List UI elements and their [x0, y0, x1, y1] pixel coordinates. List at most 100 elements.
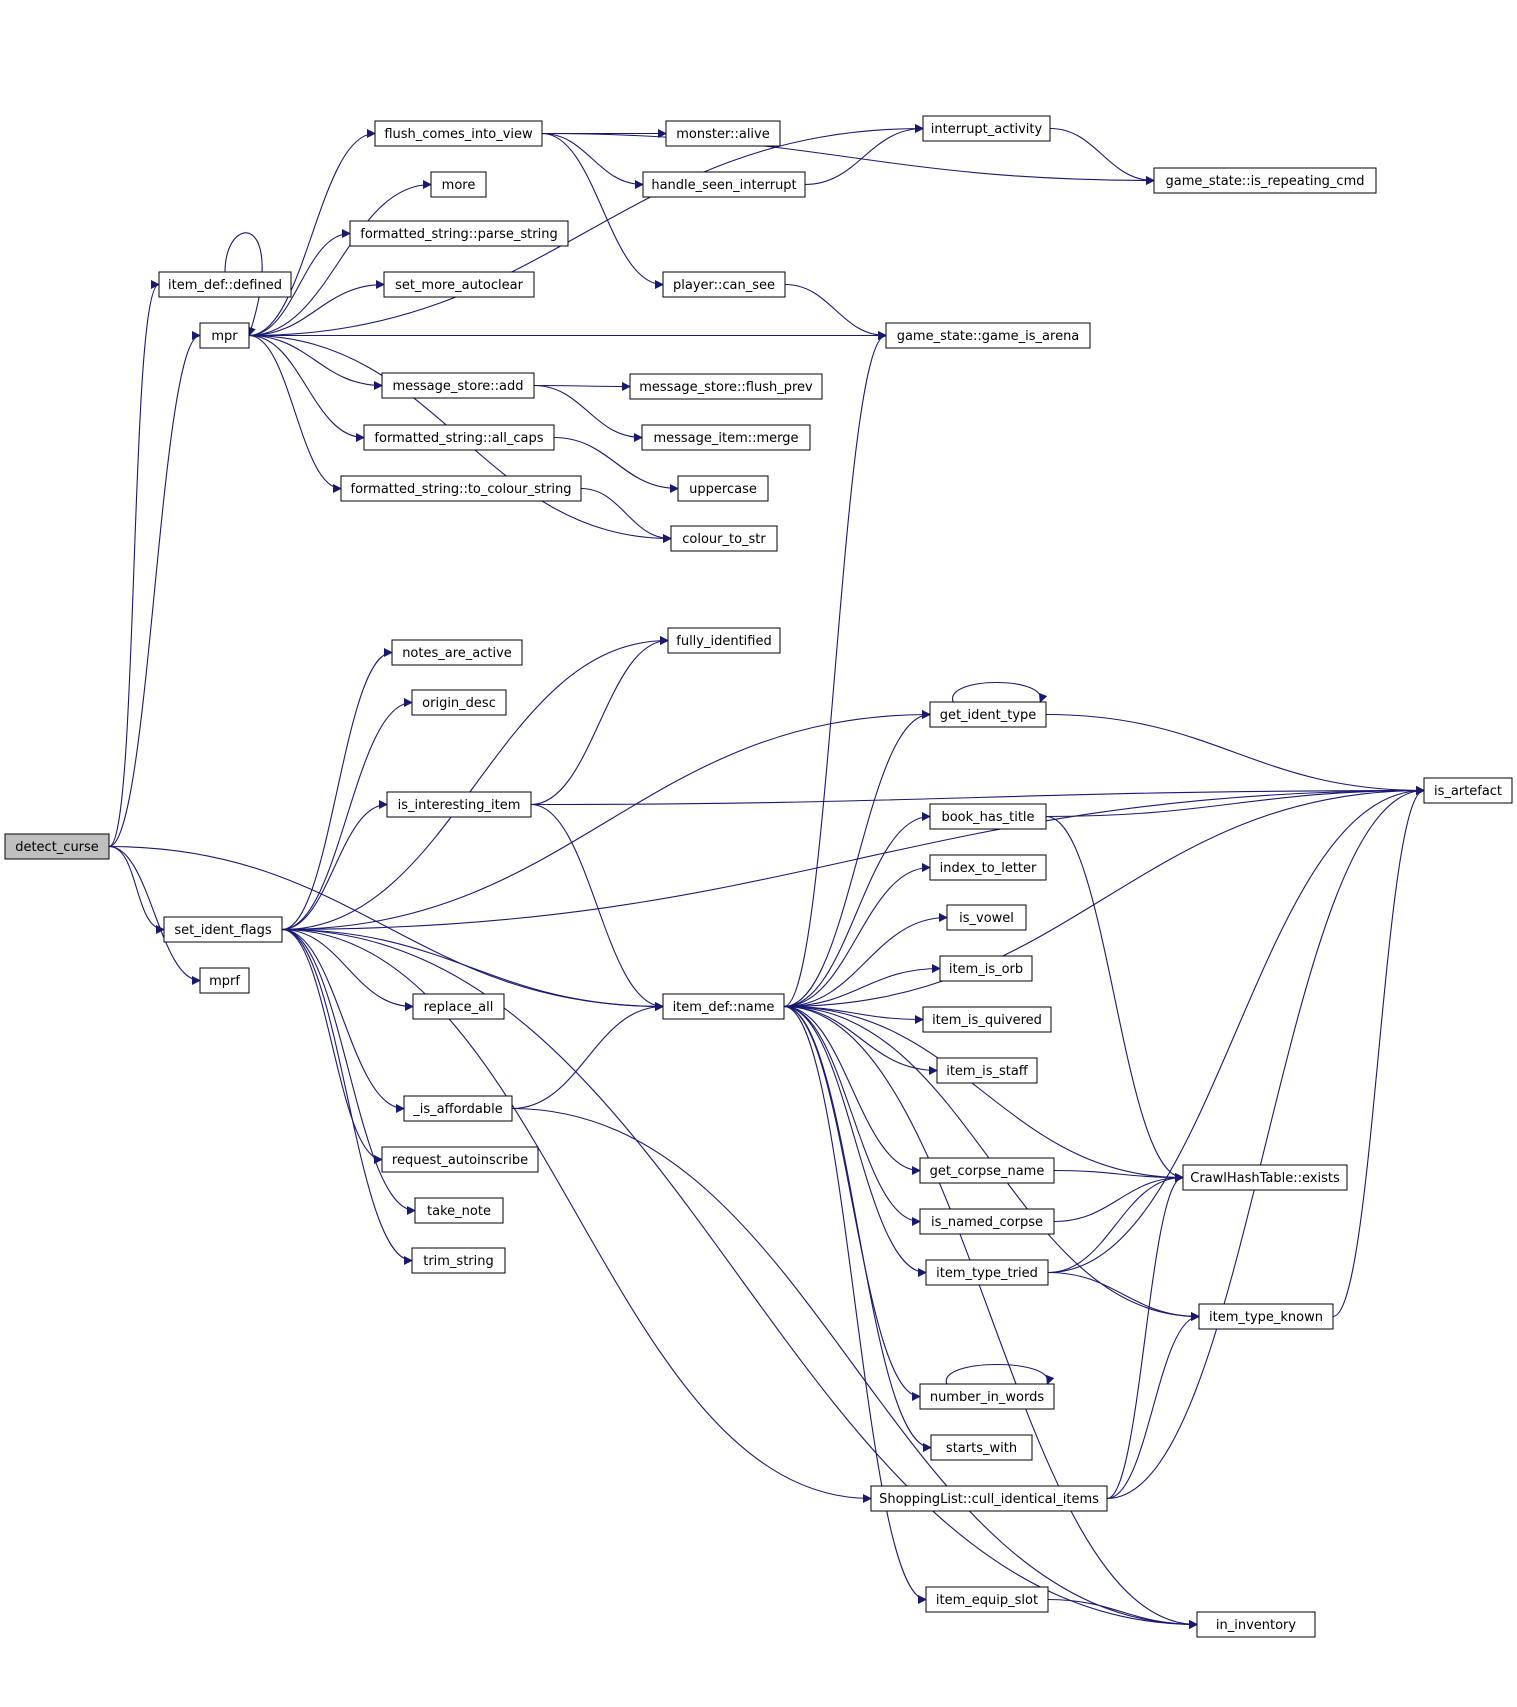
nodes-layer: detect_curse item_def::definedmprset_iden… [4, 115, 1513, 1638]
node-number-in-words[interactable]: number_in_words [919, 1383, 1055, 1410]
node-mprf[interactable]: mprf [199, 967, 250, 994]
node-box [430, 171, 487, 198]
edge-mpr-to-all_caps [248, 334, 365, 442]
node-label: formatted_string::all_caps [374, 431, 543, 446]
node-label: _is_affordable [412, 1102, 502, 1117]
node-detect-curse[interactable]: detect_curse [4, 833, 110, 860]
node-box [199, 967, 250, 994]
node-box [936, 1057, 1038, 1084]
node-request-autoinscribe[interactable]: request_autoinscribe [381, 1146, 539, 1173]
edge-is_named_corpse-to-hash_exists [1053, 1173, 1184, 1223]
edge-set_ident_flags-to-in_inventory [281, 928, 1198, 1629]
node-replace-all[interactable]: replace_all [412, 993, 505, 1020]
node-is-vowel[interactable]: is_vowel [946, 904, 1027, 931]
node-handle-seen-interrupt[interactable]: handle_seen_interrupt [642, 171, 806, 198]
node-monster-alive[interactable]: monster::alive [665, 120, 781, 147]
node-item-def-name[interactable]: item_def::name [662, 993, 785, 1020]
node-notes-are-active[interactable]: notes_are_active [391, 639, 523, 666]
edge-flush_comes_into_view-to-handle_seen_interrupt [541, 132, 644, 189]
edge-item_def_name-to-starts_with [783, 1005, 932, 1452]
edge-cull_identical_items-to-hash_exists [1106, 1173, 1184, 1500]
node-set-ident-flags[interactable]: set_ident_flags [163, 916, 283, 943]
edge-get_corpse_name-to-hash_exists [1053, 1169, 1184, 1182]
edge-item_def_name-to-item_is_staff [783, 1005, 938, 1075]
node-item-is-quivered[interactable]: item_is_quivered [922, 1006, 1052, 1033]
node-box [411, 689, 507, 716]
node-box [1153, 167, 1377, 194]
node-box [1196, 1611, 1316, 1638]
node-mpr[interactable]: mpr [199, 322, 250, 349]
node-message-store-add[interactable]: message_store::add [381, 372, 535, 399]
node-parse-string[interactable]: formatted_string::parse_string [349, 220, 569, 247]
node-item-is-staff[interactable]: item_is_staff [936, 1057, 1038, 1084]
node-box [641, 424, 811, 451]
node-box [412, 993, 505, 1020]
edge-is_interesting_item-to-item_def_name [530, 803, 664, 1011]
node-box [670, 525, 778, 552]
node-starts-with[interactable]: starts_with [930, 1434, 1033, 1461]
edge-item_type_tried-to-is_artefact [1047, 786, 1425, 1274]
node-box [4, 833, 110, 860]
node-is-affordable[interactable]: _is_affordable [403, 1095, 513, 1122]
edge-message_store_add-to-merge [533, 384, 643, 442]
node-item-def-defined[interactable]: item_def::defined [158, 271, 292, 298]
edge-mpr-to-parse_string [248, 229, 351, 337]
node-player-can-see[interactable]: player::can_see [662, 271, 786, 298]
edge-get_ident_type-to-get_ident_type [952, 682, 1048, 703]
node-box [919, 1157, 1055, 1184]
node-merge[interactable]: message_item::merge [641, 424, 811, 451]
node-interrupt-activity[interactable]: interrupt_activity [922, 115, 1051, 142]
node-is-interesting-item[interactable]: is_interesting_item [386, 791, 532, 818]
node-label: message_store::flush_prev [639, 380, 813, 395]
edge-detect_curse-to-item_def_defined [108, 280, 160, 848]
edge-item_def_name-to-is_artefact [783, 786, 1425, 1008]
edges-layer [108, 124, 1425, 1629]
node-origin-desc[interactable]: origin_desc [411, 689, 507, 716]
node-get-corpse-name[interactable]: get_corpse_name [919, 1157, 1055, 1184]
node-box [919, 1383, 1055, 1410]
node-flush-prev[interactable]: message_store::flush_prev [629, 373, 823, 400]
edge-cull_identical_items-to-is_artefact [1106, 786, 1425, 1500]
node-label: mpr [211, 329, 238, 344]
node-label: message_item::merge [653, 431, 798, 446]
node-item-type-known[interactable]: item_type_known [1198, 1303, 1334, 1330]
node-cull-identical-items[interactable]: ShoppingList::cull_identical_items [870, 1485, 1108, 1512]
edge-item_def_name-to-index_to_letter [783, 863, 931, 1008]
node-is-artefact[interactable]: is_artefact [1423, 777, 1513, 804]
node-box [629, 373, 823, 400]
node-item-type-tried[interactable]: item_type_tried [925, 1259, 1049, 1286]
node-is-named-corpse[interactable]: is_named_corpse [919, 1208, 1055, 1235]
node-all-caps[interactable]: formatted_string::all_caps [363, 424, 555, 451]
node-index-to-letter[interactable]: index_to_letter [929, 854, 1047, 881]
node-box [870, 1485, 1108, 1512]
node-in-inventory[interactable]: in_inventory [1196, 1611, 1316, 1638]
node-game-is-arena[interactable]: game_state::game_is_arena [885, 322, 1091, 349]
edge-is_affordable-to-in_inventory [511, 1107, 1198, 1629]
node-label: is_vowel [959, 911, 1014, 926]
node-to-colour-string[interactable]: formatted_string::to_colour_string [340, 475, 582, 502]
node-colour-to-str[interactable]: colour_to_str [670, 525, 778, 552]
node-uppercase[interactable]: uppercase [677, 475, 769, 502]
node-box [158, 271, 292, 298]
node-set-more-autoclear[interactable]: set_more_autoclear [383, 271, 535, 298]
node-item-is-orb[interactable]: item_is_orb [939, 955, 1033, 982]
edge-set_ident_flags-to-is_affordable [281, 928, 405, 1113]
node-get-ident-type[interactable]: get_ident_type [929, 701, 1047, 728]
node-trim-string[interactable]: trim_string [411, 1247, 506, 1274]
node-take-note[interactable]: take_note [414, 1197, 504, 1224]
node-fully-identified[interactable]: fully_identified [667, 627, 781, 654]
node-book-has-title[interactable]: book_has_title [929, 803, 1047, 830]
edge-all_caps-to-uppercase [553, 436, 679, 493]
node-is-repeating-cmd[interactable]: game_state::is_repeating_cmd [1153, 167, 1377, 194]
edge-set_ident_flags-to-item_def_name [281, 928, 664, 1011]
node-item-equip-slot[interactable]: item_equip_slot [925, 1586, 1049, 1613]
node-hash-exists[interactable]: CrawlHashTable::exists [1182, 1164, 1348, 1191]
edge-item_def_name-to-get_ident_type [783, 710, 931, 1008]
edge-book_has_title-to-hash_exists [1045, 815, 1184, 1182]
node-flush-comes-into-view[interactable]: flush_comes_into_view [374, 120, 543, 147]
node-label: notes_are_active [402, 646, 512, 661]
node-more[interactable]: more [430, 171, 487, 198]
edge-mpr-to-flush_comes_into_view [248, 129, 376, 337]
node-label: player::can_see [673, 278, 775, 293]
edge-item_def_name-to-is_vowel [783, 913, 948, 1008]
